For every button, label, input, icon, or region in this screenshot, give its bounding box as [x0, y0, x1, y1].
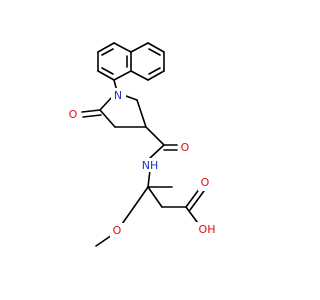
naphthalene-ring	[97, 42, 165, 81]
ring-nitrogen-label: N	[114, 89, 122, 102]
ketone-oxygen-label: O	[69, 108, 78, 121]
molecule-structure: N O O NH O O OH	[66, 42, 220, 247]
acid-hydroxyl-label: OH	[199, 223, 216, 236]
atom-labels: N O O NH O O OH	[66, 88, 220, 238]
amide-oxygen-label: O	[181, 141, 190, 154]
amide-nh-label: NH	[142, 159, 159, 172]
acid-carbonyl-oxygen-label: O	[201, 176, 210, 189]
ether-oxygen-label: O	[113, 224, 122, 237]
